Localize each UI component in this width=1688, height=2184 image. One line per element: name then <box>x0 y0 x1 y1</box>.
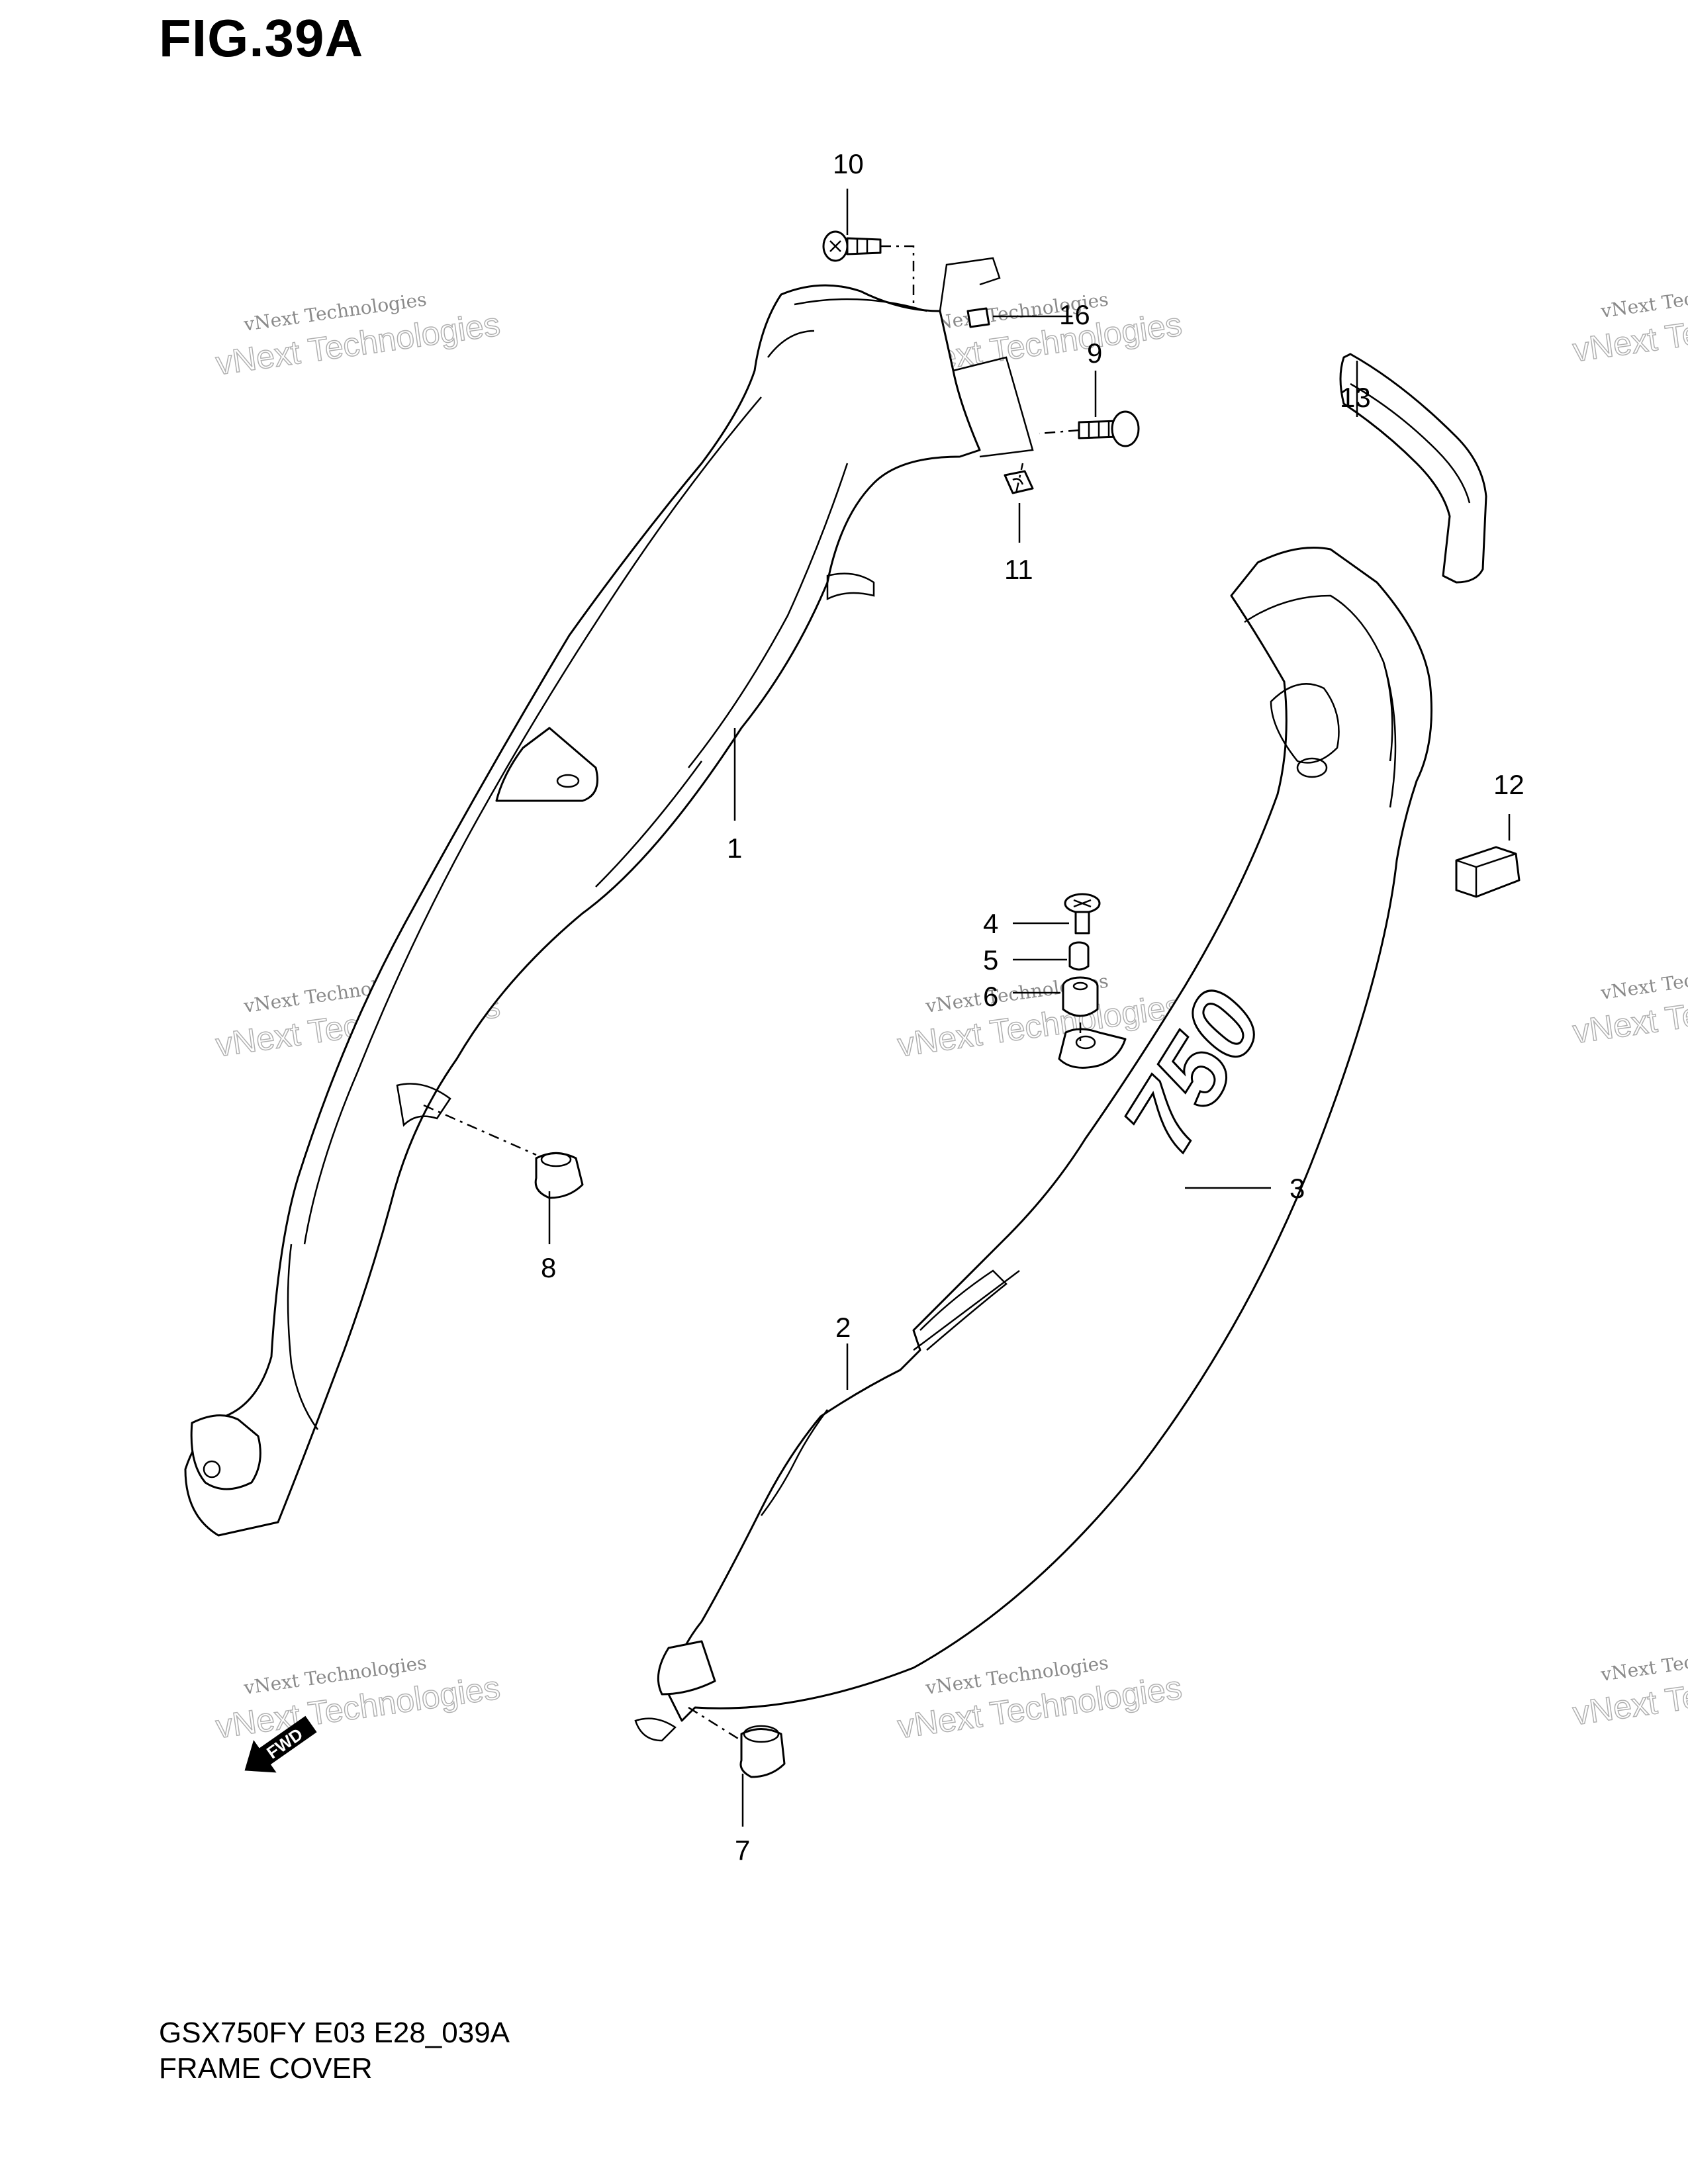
leader-lines <box>548 189 1511 1827</box>
watermark: vNext Technologies vNext Technologies <box>1570 957 1688 1051</box>
callout-3: 3 <box>1289 1173 1305 1204</box>
part-2-3-right-frame-cover: 750 <box>634 547 1432 1742</box>
callout-12: 12 <box>1493 769 1524 800</box>
part-7-grommet <box>739 1725 786 1778</box>
watermark: vNext Technologies vNext Technologies <box>895 970 1185 1064</box>
callout-8: 8 <box>541 1252 556 1283</box>
callout-2: 2 <box>835 1312 851 1343</box>
part-5-collar <box>1068 941 1090 971</box>
watermark: vNext Technologies vNext Technologies <box>895 1652 1185 1746</box>
svg-text:vNext Technologies: vNext Technologies <box>1599 957 1688 1005</box>
watermark: vNext Technologies vNext Technologies <box>1570 1639 1688 1733</box>
fwd-arrow-icon <box>244 1715 317 1773</box>
callout-9: 9 <box>1087 338 1102 369</box>
figure-title: FIG.39A <box>159 9 364 68</box>
part-16-clip <box>966 307 990 328</box>
callout-16: 16 <box>1059 299 1090 330</box>
callout-7: 7 <box>735 1835 750 1866</box>
callout-10: 10 <box>833 148 864 179</box>
callout-13: 13 <box>1340 382 1371 413</box>
part-1-left-frame-cover <box>184 257 1034 1537</box>
part-8-grommet <box>534 1152 584 1199</box>
svg-text:vNext Technologies: vNext Technologies <box>1599 275 1688 323</box>
part-6-grommet <box>1062 976 1099 1017</box>
part-10-screw <box>822 230 882 262</box>
watermark: vNext Technologies vNext Technologies <box>1570 275 1688 369</box>
watermark: vNext Technologies vNext Technologies <box>213 1652 503 1746</box>
section-name: FRAME COVER <box>159 2052 373 2085</box>
part-12-cushion <box>1455 846 1521 898</box>
svg-text:vNext Technologies: vNext Technologies <box>1599 1639 1688 1686</box>
part-4-screw <box>1064 893 1101 934</box>
callout-6: 6 <box>983 981 998 1012</box>
callout-11: 11 <box>1004 554 1033 585</box>
callout-4: 4 <box>983 908 998 939</box>
model-code: GSX750FY E03 E28_039A <box>159 2017 510 2049</box>
callout-1: 1 <box>727 833 742 864</box>
watermark: vNext Technologies vNext Technologies <box>213 289 503 383</box>
part-13-molding-strip <box>1339 353 1487 584</box>
assembly-lines <box>423 245 1082 1742</box>
part-11-clip-nut <box>1004 470 1034 494</box>
callout-5: 5 <box>983 944 998 976</box>
part-9-bolt <box>1078 410 1140 447</box>
diagram-footer: GSX750FY E03 E28_039A FRAME COVER <box>159 2015 510 2087</box>
callout-labels: 10 16 9 11 13 12 1 4 5 6 3 2 8 7 <box>541 148 1524 1866</box>
